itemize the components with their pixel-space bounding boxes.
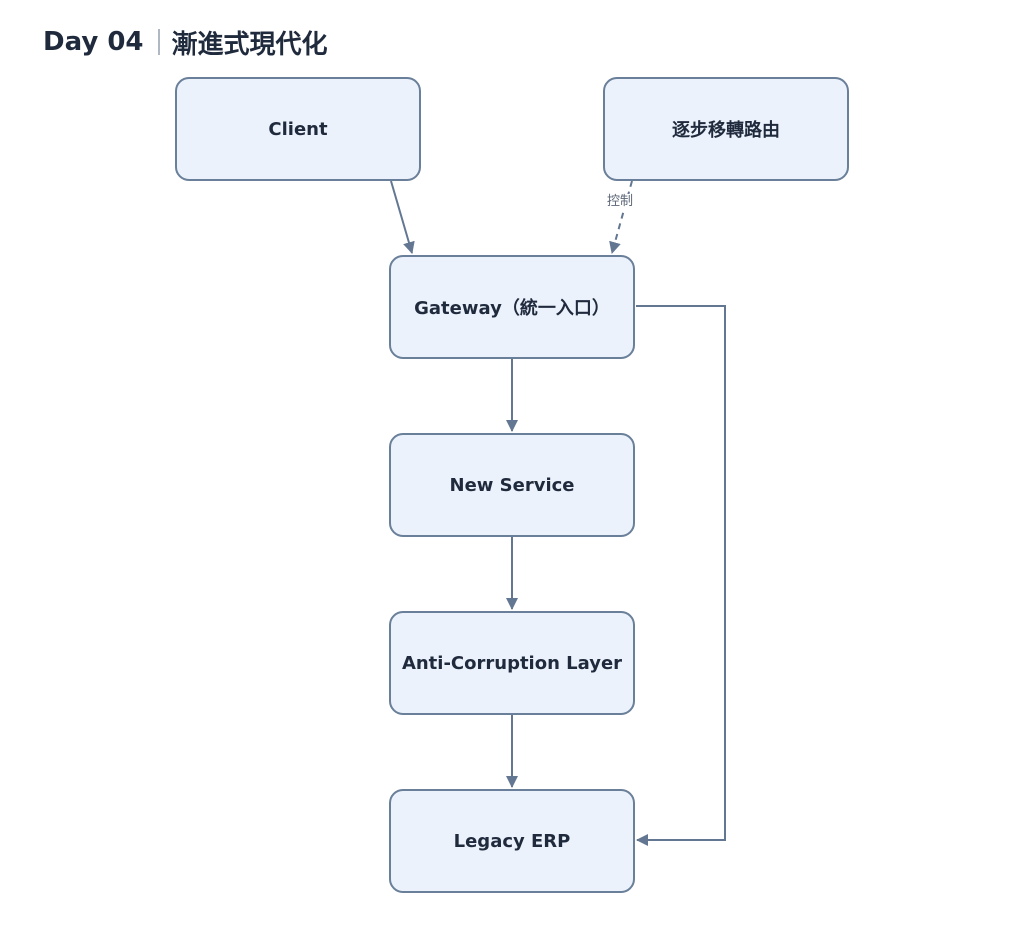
page-title: Day 04 漸進式現代化 — [43, 24, 328, 60]
node-legacy-erp-label: Legacy ERP — [453, 830, 571, 852]
node-new-service: New Service — [389, 433, 635, 537]
node-client-label: Client — [268, 118, 328, 140]
node-client: Client — [175, 77, 421, 181]
title-divider — [157, 29, 160, 55]
node-anti-corruption-layer-label: Anti-Corruption Layer — [401, 652, 623, 674]
edge-gateway-to-legacy — [636, 305, 726, 846]
node-legacy-erp: Legacy ERP — [389, 789, 635, 893]
node-new-service-label: New Service — [449, 474, 575, 496]
node-gradual-routing: 逐步移轉路由 — [603, 77, 849, 181]
edge-label-control: 控制 — [606, 194, 635, 210]
edge-routing-to-gateway — [609, 180, 633, 254]
page-title-topic: 漸進式現代化 — [171, 29, 328, 60]
node-gateway: Gateway（統一入口） — [389, 255, 635, 359]
node-gateway-label: Gateway（統一入口） — [414, 298, 610, 319]
node-gradual-routing-label: 逐步移轉路由 — [672, 120, 780, 141]
node-anti-corruption-layer: Anti-Corruption Layer — [389, 611, 635, 715]
page-title-day: Day 04 — [43, 27, 144, 57]
edge-client-to-gateway — [390, 180, 415, 254]
